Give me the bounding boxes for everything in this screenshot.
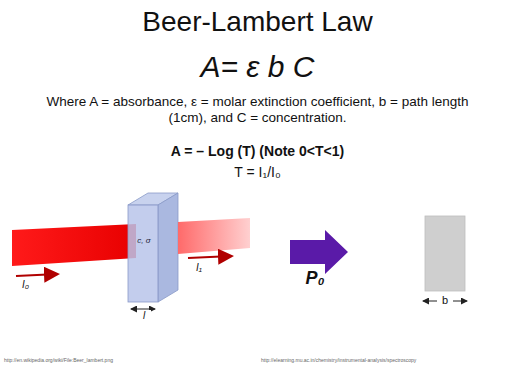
cuvette-side [158, 193, 178, 302]
transmitted-arrow [188, 256, 232, 258]
width-label: b [437, 294, 453, 307]
power-label: P₀ [295, 268, 335, 289]
definition-text: Where A = absorbance, ε = molar extincti… [35, 94, 480, 125]
transmitted-beam [178, 218, 250, 254]
intensity-label: I₀ [22, 279, 52, 291]
formula: A= ε b C [0, 50, 515, 85]
source-url: http://elearning.mu.ac.in/chemistry/inst… [261, 358, 511, 364]
path-length-label: l [137, 310, 151, 322]
transmittance-formula: T = I₁/I₀ [0, 164, 515, 180]
slide-title: Beer-Lambert Law [0, 6, 515, 38]
log-formula: A = – Log (T) (Note 0<T<1) [0, 143, 515, 159]
intensity-label: I₁ [196, 262, 226, 274]
cuvette-front [128, 205, 158, 302]
width-arrow-right [452, 301, 467, 302]
source-url: http://en.wikipedia.org/wiki/File:Beer_l… [4, 358, 204, 364]
sample-cell [425, 216, 465, 291]
concentration-label: c, σ [131, 236, 157, 245]
incident-beam [12, 224, 136, 266]
radiant-power-arrow [290, 230, 348, 274]
incident-arrow [16, 274, 58, 276]
